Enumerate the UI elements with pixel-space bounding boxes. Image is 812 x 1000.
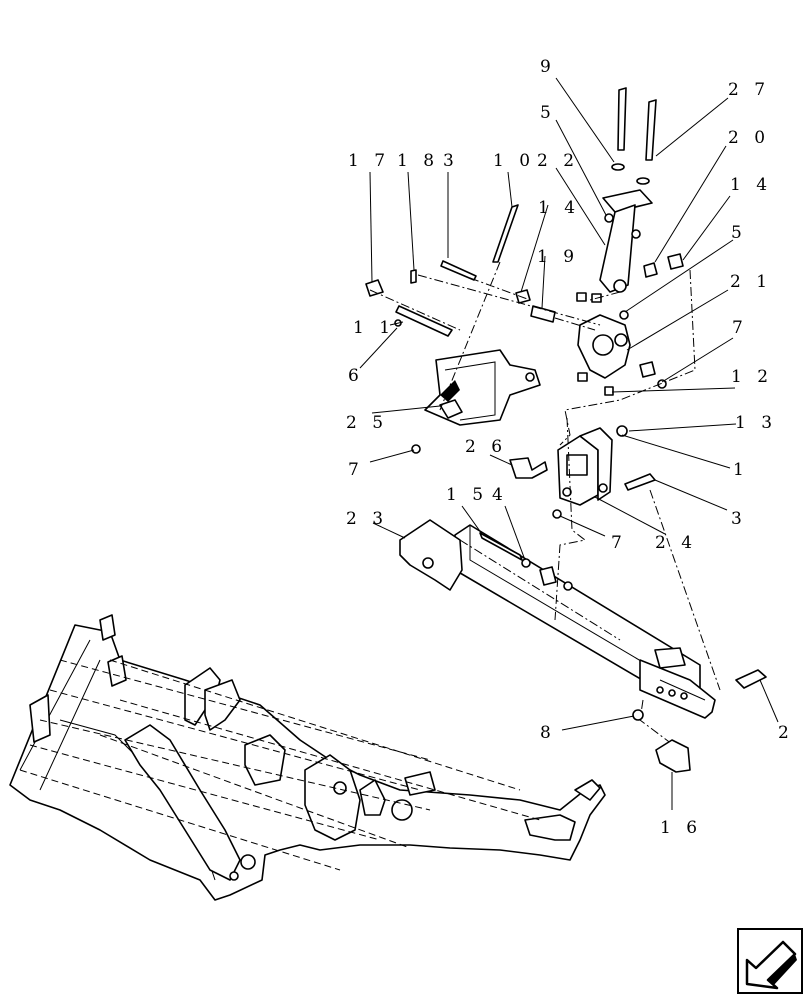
leader-lines bbox=[359, 77, 779, 810]
part-nut-square bbox=[576, 292, 587, 302]
callout-label: 5 bbox=[731, 223, 747, 243]
part-19-sleeve bbox=[530, 305, 556, 323]
part-10-pin bbox=[492, 204, 519, 263]
part-7-nut-left bbox=[411, 444, 421, 454]
callout-label: 2 2 bbox=[537, 151, 579, 171]
arrow-down-left-icon bbox=[745, 940, 797, 990]
callout-label: 1 7 bbox=[348, 151, 390, 171]
part-18-pin bbox=[410, 269, 417, 284]
callout-label: 1 8 bbox=[397, 151, 439, 171]
callout-label: 1 0 bbox=[493, 151, 535, 171]
part-3-bolt-upper bbox=[440, 260, 477, 281]
part-21-block bbox=[577, 314, 631, 379]
callout-label: 2 0 bbox=[728, 128, 770, 148]
part-7-nut-lower bbox=[552, 509, 562, 519]
part-13-washer bbox=[616, 425, 628, 437]
callout-label: 9 bbox=[540, 57, 556, 77]
callout-label: 4 bbox=[492, 485, 508, 505]
part-8-nut bbox=[632, 709, 644, 721]
callout-label: 2 5 bbox=[346, 413, 388, 433]
part-26-pin bbox=[509, 457, 548, 479]
part-long-pin bbox=[395, 305, 453, 337]
part-5-nut bbox=[604, 213, 614, 223]
part-7-nut bbox=[657, 379, 667, 389]
part-23-beam bbox=[399, 519, 716, 719]
main-frame-assembly bbox=[9, 614, 606, 901]
callout-label: 1 bbox=[733, 460, 749, 480]
callout-label: 1 3 bbox=[735, 413, 777, 433]
callout-label: 1 4 bbox=[538, 198, 580, 218]
callout-label: 1 1 bbox=[353, 318, 395, 338]
part-5-nut-3 bbox=[619, 310, 629, 320]
callout-label: 6 bbox=[348, 366, 364, 386]
callout-label: 7 bbox=[732, 318, 748, 338]
callout-label: 8 bbox=[540, 723, 556, 743]
next-page-button[interactable] bbox=[737, 928, 803, 994]
part-17-bushing bbox=[365, 279, 384, 297]
part-16-bracket bbox=[655, 739, 691, 773]
part-25-bracket bbox=[424, 349, 541, 426]
callout-label: 1 5 bbox=[446, 485, 488, 505]
part-bushing bbox=[639, 361, 656, 378]
part-14-bushing-upper bbox=[515, 289, 531, 304]
part-9-washer-2 bbox=[636, 177, 650, 185]
callout-label: 2 1 bbox=[730, 272, 772, 292]
center-line-upper bbox=[369, 261, 721, 751]
callout-labels: 9 2 7 5 2 0 1 7 1 8 3 1 0 2 2 1 4 1 4 5 … bbox=[346, 57, 794, 838]
callout-label: 3 bbox=[731, 509, 747, 529]
part-14-bushing bbox=[667, 253, 684, 270]
part-12-nut bbox=[604, 386, 614, 396]
callout-label: 2 bbox=[778, 723, 794, 743]
part-27-bolt-right bbox=[645, 99, 657, 161]
part-9-washer bbox=[611, 163, 625, 171]
part-nut-square-3 bbox=[577, 372, 588, 382]
callout-label: 7 bbox=[348, 460, 364, 480]
callout-label: 2 6 bbox=[465, 437, 507, 457]
callout-label: 2 4 bbox=[655, 533, 697, 553]
callout-label: 3 bbox=[443, 151, 459, 171]
callout-label: 5 bbox=[540, 103, 556, 123]
callout-label: 1 9 bbox=[537, 247, 579, 267]
callout-label: 2 7 bbox=[728, 80, 770, 100]
part-20-bushing bbox=[643, 262, 658, 278]
part-24-bracket bbox=[557, 427, 613, 506]
callout-label: 1 4 bbox=[730, 175, 772, 195]
part-22-arm bbox=[599, 189, 653, 293]
part-3-bolt-lower bbox=[624, 473, 656, 491]
part-5-nut-2 bbox=[631, 229, 641, 239]
callout-label: 7 bbox=[611, 533, 627, 553]
callout-label: 2 3 bbox=[346, 509, 388, 529]
callout-label: 1 6 bbox=[660, 818, 702, 838]
part-2-bolt bbox=[735, 669, 767, 689]
part-27-bolt-left bbox=[617, 87, 627, 151]
callout-label: 1 2 bbox=[731, 367, 773, 387]
